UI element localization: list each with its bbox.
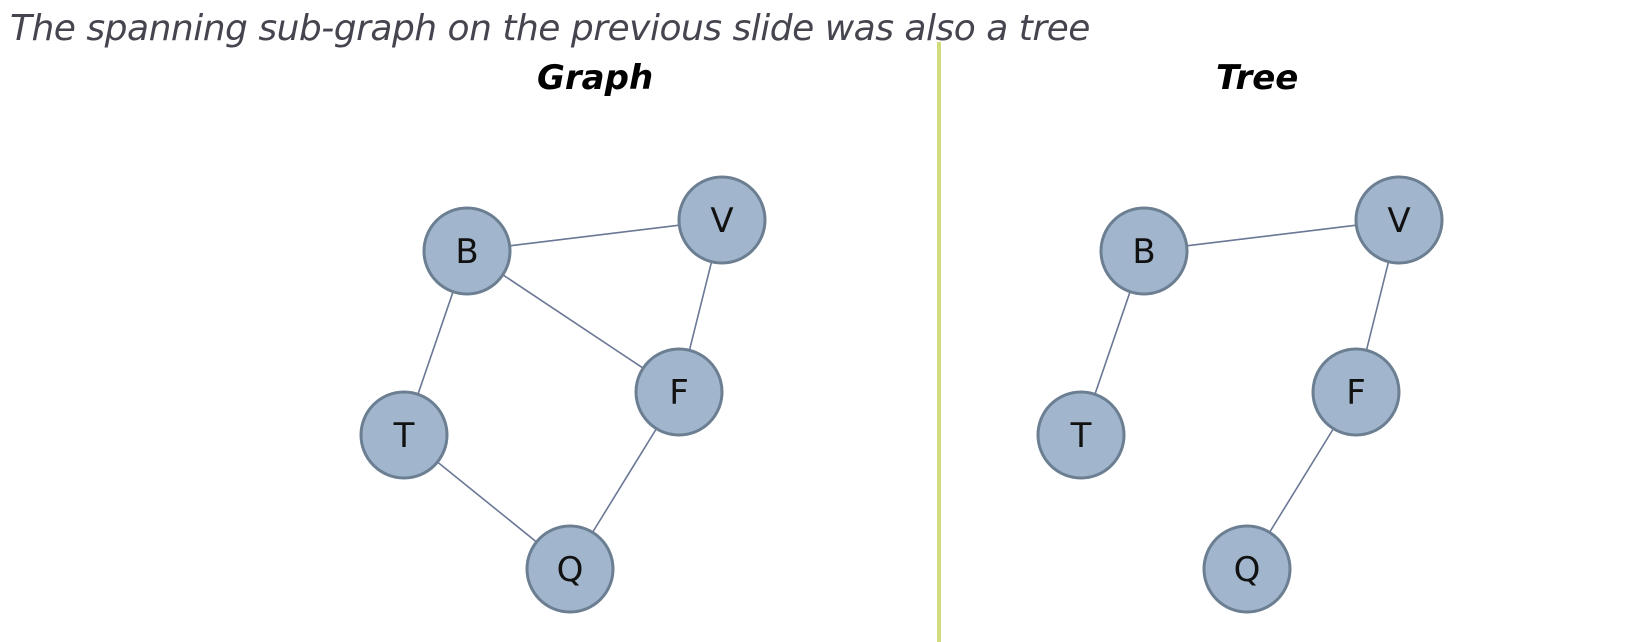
- node-f: F: [634, 347, 724, 437]
- node-label: F: [669, 373, 689, 413]
- node-label: Q: [1234, 550, 1261, 590]
- node-circle: [1099, 206, 1189, 296]
- node-v: V: [677, 175, 767, 265]
- edge-b-v: [509, 224, 680, 247]
- edge-b-f: [502, 274, 644, 369]
- edge-v-f: [1365, 261, 1390, 351]
- node-circle: [422, 206, 512, 296]
- panel-divider: [937, 42, 941, 642]
- graph-panel-title: Graph: [537, 58, 654, 98]
- slide-caption: The spanning sub-graph on the previous s…: [10, 8, 1090, 49]
- node-label: T: [393, 416, 415, 456]
- edge-f-q: [591, 428, 658, 533]
- edge-f-q: [1268, 428, 1335, 533]
- node-circle: [1311, 347, 1401, 437]
- node-b: B: [422, 206, 512, 296]
- node-t: T: [1036, 390, 1126, 480]
- node-q: Q: [525, 524, 615, 614]
- node-circle: [359, 390, 449, 480]
- node-circle: [677, 175, 767, 265]
- graph-panel: B V F T Q: [359, 175, 767, 614]
- node-circle: [525, 524, 615, 614]
- node-circle: [634, 347, 724, 437]
- edge-b-t: [417, 291, 454, 395]
- node-label: T: [1070, 416, 1092, 456]
- node-circle: [1354, 175, 1444, 265]
- node-label: V: [1387, 201, 1410, 241]
- node-label: B: [1132, 232, 1155, 272]
- edge-v-f: [688, 261, 713, 351]
- node-label: Q: [557, 550, 584, 590]
- edge-t-q: [436, 461, 538, 543]
- node-label: B: [455, 232, 478, 272]
- node-circle: [1036, 390, 1126, 480]
- node-circle: [1202, 524, 1292, 614]
- node-q: Q: [1202, 524, 1292, 614]
- edge-b-t: [1094, 291, 1131, 395]
- node-t: T: [359, 390, 449, 480]
- node-label: V: [710, 201, 733, 241]
- edge-b-v: [1186, 224, 1357, 247]
- node-b: B: [1099, 206, 1189, 296]
- node-v: V: [1354, 175, 1444, 265]
- tree-panel-title: Tree: [1216, 58, 1299, 98]
- node-f: F: [1311, 347, 1401, 437]
- node-label: F: [1346, 373, 1366, 413]
- tree-panel: B V F T Q: [1036, 175, 1444, 614]
